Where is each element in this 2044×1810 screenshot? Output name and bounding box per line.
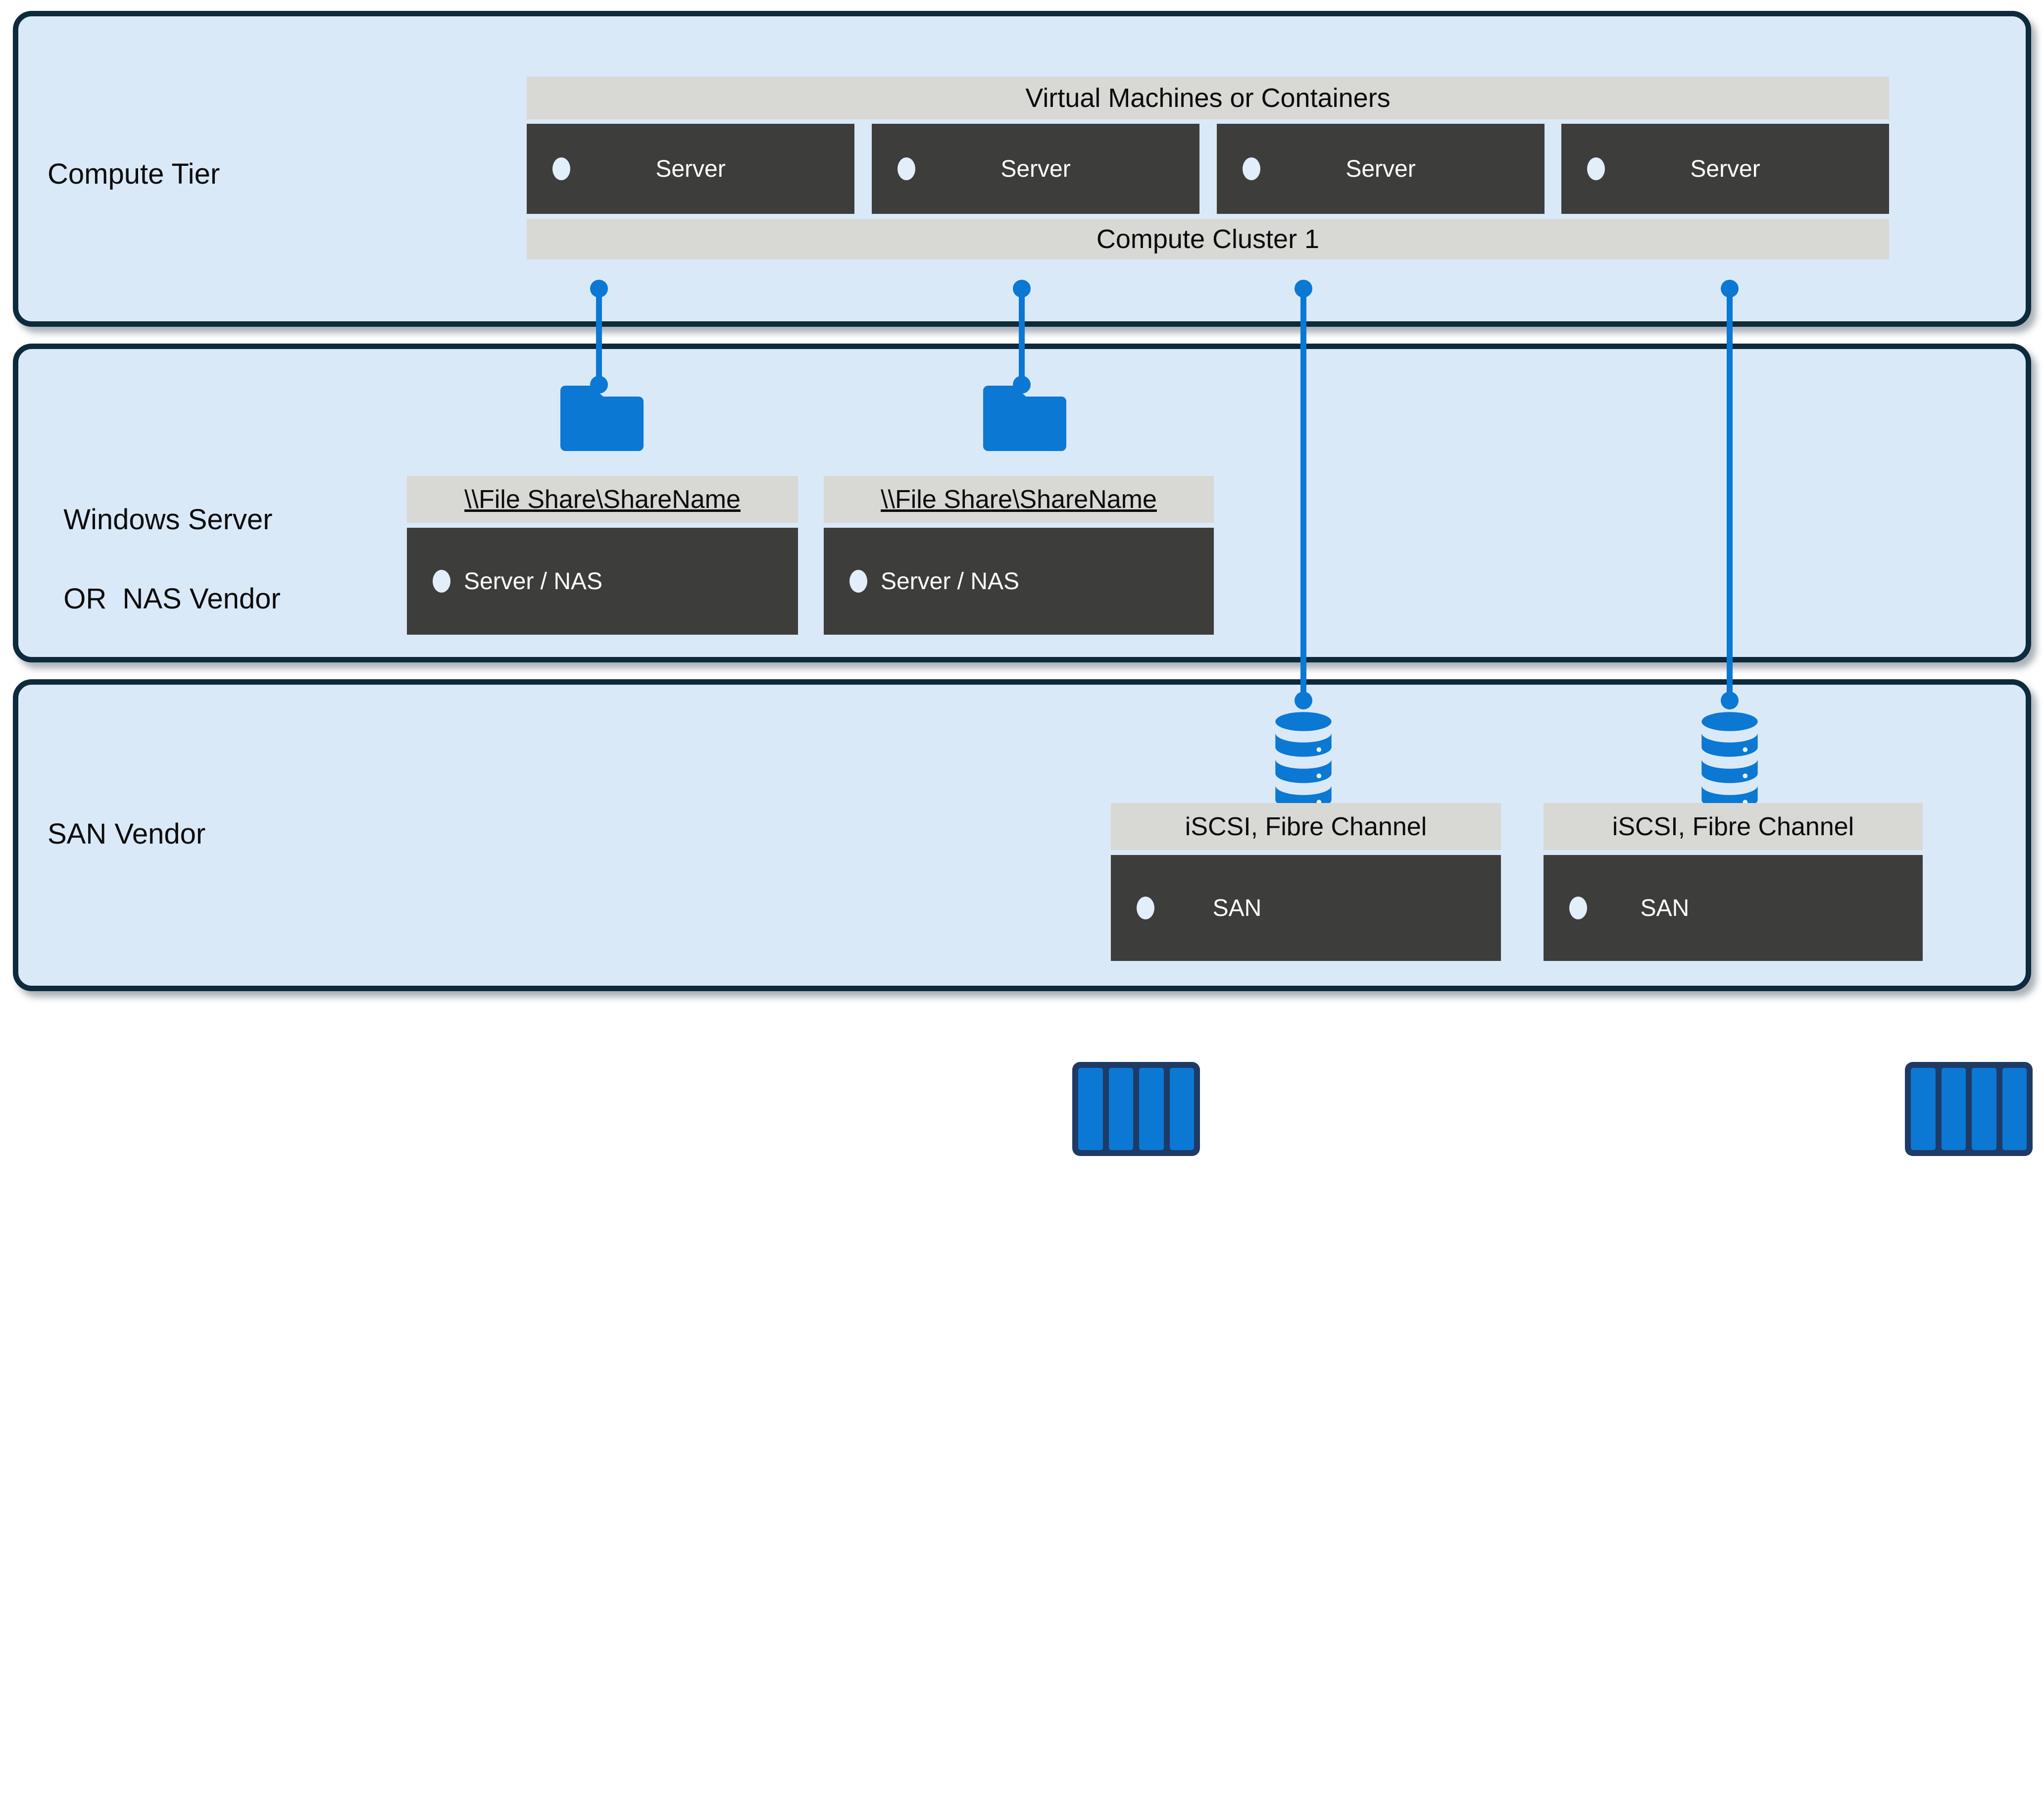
- compute-cluster-bar: Compute Cluster 1: [527, 219, 1889, 259]
- san-label: SAN: [1640, 895, 1690, 921]
- server-box-4: Server: [1561, 124, 1889, 214]
- server-nas-led-icon: [849, 570, 867, 593]
- server-nas-label: Server / NAS: [463, 568, 603, 595]
- server-led-icon: [552, 157, 570, 180]
- folder-icon: [983, 386, 1066, 451]
- connector-line-2: [1013, 280, 1031, 394]
- iscsi-label: iSCSI, Fibre Channel: [1185, 812, 1427, 841]
- compute-cluster-label: Compute Cluster 1: [1096, 224, 1320, 254]
- server-label: Server: [655, 155, 726, 182]
- san-box-2: SAN: [1544, 855, 1923, 961]
- file-share-path: \\File Share\ShareName: [464, 485, 741, 514]
- server-box-2: Server: [872, 124, 1199, 214]
- nas-tier-label-line2: OR NAS Vendor: [63, 583, 281, 615]
- folder-icon: [560, 386, 644, 451]
- server-led-icon: [897, 157, 915, 180]
- iscsi-label: iSCSI, Fibre Channel: [1612, 812, 1854, 841]
- server-nas-led-icon: [433, 570, 450, 593]
- iscsi-bar-1: iSCSI, Fibre Channel: [1111, 803, 1501, 850]
- file-share-bar-2: \\File Share\ShareName: [824, 476, 1214, 523]
- server-label: Server: [1690, 155, 1760, 182]
- server-led-icon: [1587, 157, 1605, 180]
- server-led-icon: [1243, 157, 1260, 180]
- nas-tier-label: Windows Server OR NAS Vendor: [48, 460, 281, 619]
- disk-array-icon: [1072, 1062, 1200, 1156]
- server-nas-label: Server / NAS: [880, 568, 1020, 595]
- san-led-icon: [1569, 897, 1587, 919]
- vm-header-bar: Virtual Machines or Containers: [527, 77, 1889, 119]
- server-label: Server: [1346, 155, 1416, 182]
- nas-tier-label-line1: Windows Server: [63, 503, 273, 536]
- vm-header-label: Virtual Machines or Containers: [1025, 83, 1391, 113]
- connector-line-3: [1295, 280, 1312, 709]
- server-label: Server: [1000, 155, 1071, 182]
- san-tier-label: SAN Vendor: [48, 818, 206, 850]
- disk-array-icon: [1905, 1062, 2033, 1156]
- san-box-1: SAN: [1111, 855, 1501, 961]
- iscsi-bar-2: iSCSI, Fibre Channel: [1544, 803, 1923, 850]
- connector-line-1: [590, 280, 608, 394]
- server-nas-box-1: Server / NAS: [407, 528, 1200, 1156]
- connector-line-4: [1721, 280, 1739, 709]
- database-icon: [1271, 711, 1336, 813]
- san-label: SAN: [1212, 895, 1262, 921]
- compute-tier-label: Compute Tier: [48, 158, 220, 190]
- database-icon: [1697, 711, 1762, 813]
- server-nas-box-2: Server / NAS: [824, 528, 2033, 1156]
- file-share-bar-1: \\File Share\ShareName: [407, 476, 798, 523]
- server-box-3: Server: [1217, 124, 1545, 214]
- file-share-path: \\File Share\ShareName: [881, 485, 1157, 514]
- san-led-icon: [1137, 897, 1154, 919]
- server-box-1: Server: [527, 124, 854, 214]
